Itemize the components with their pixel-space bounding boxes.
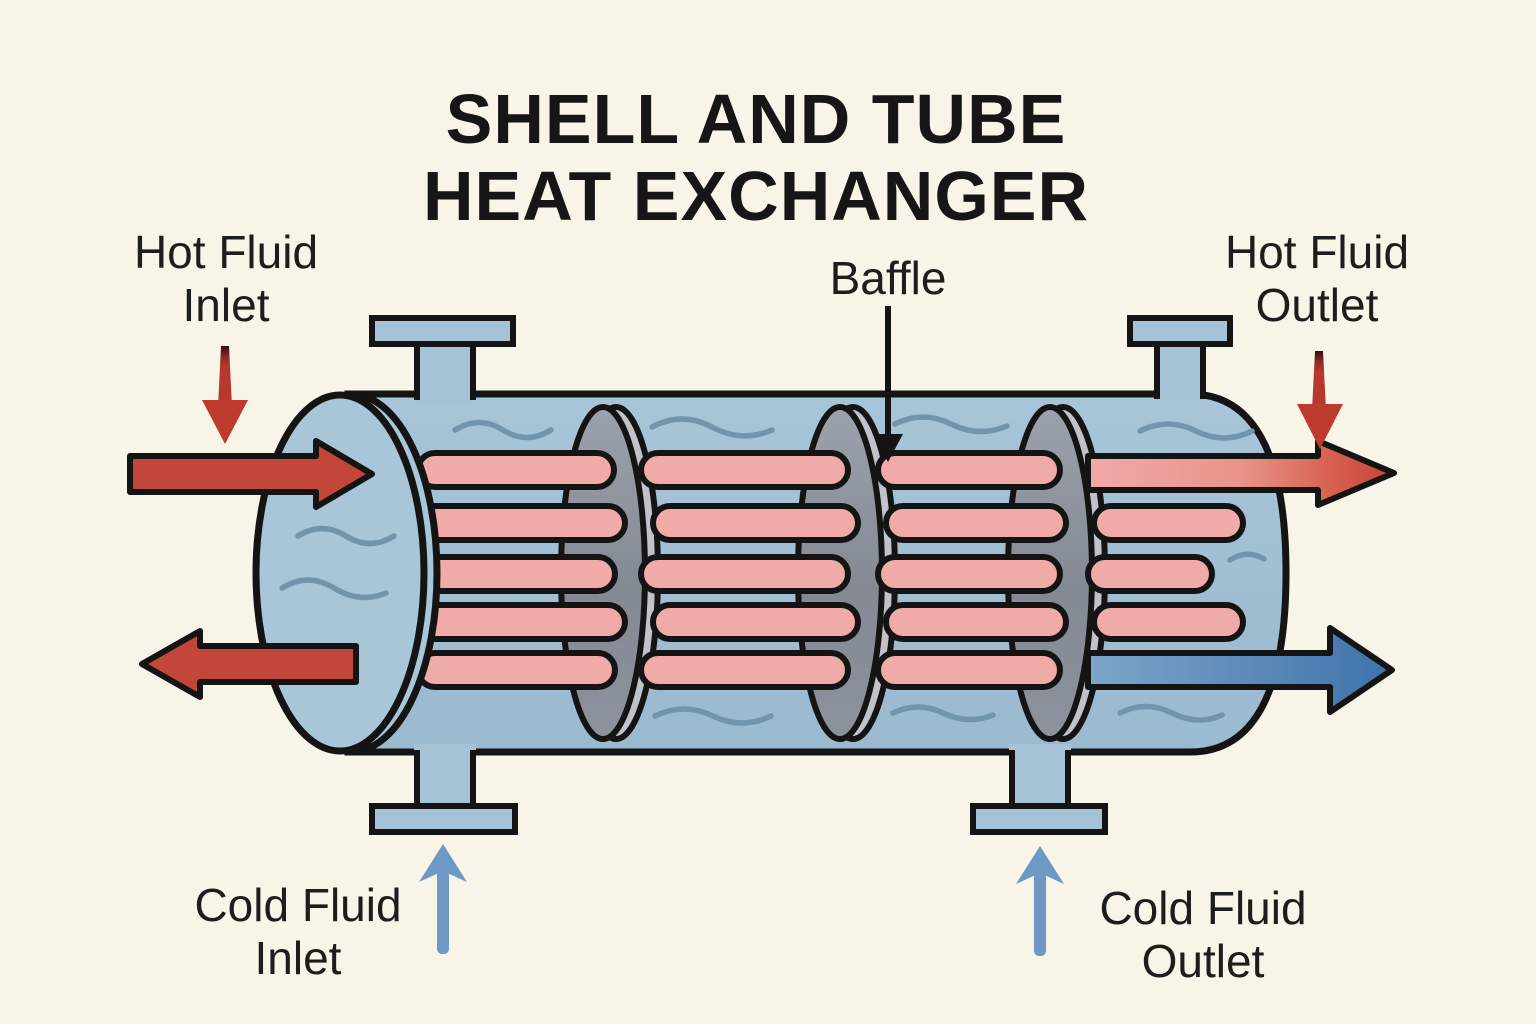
pointer-stem <box>1312 351 1326 410</box>
nozzle-neck <box>414 744 476 808</box>
label-line: Outlet <box>1141 935 1265 987</box>
nozzle-bottom-left <box>369 744 518 835</box>
tube-segment <box>1091 503 1246 543</box>
tube-segment <box>415 650 618 690</box>
label-cold-fluid-inlet: Cold Fluid Inlet <box>194 879 401 985</box>
label-baffle: Baffle <box>830 252 947 305</box>
page-title-line1: SHELL AND TUBE <box>445 79 1067 158</box>
nozzle-neck <box>1154 342 1206 402</box>
end-cap <box>252 391 441 755</box>
baffle-pointer-arrow <box>873 306 903 462</box>
nozzle-flange <box>1127 315 1233 347</box>
pointer-head <box>873 434 903 462</box>
nozzle-flange <box>369 803 518 835</box>
page-title-line2: HEAT EXCHANGER <box>422 156 1090 235</box>
wave-line <box>279 577 389 601</box>
hot-fluid-inlet-arrow <box>127 438 375 510</box>
tube-segment <box>1091 602 1246 642</box>
tube-segment <box>415 602 628 642</box>
nozzle-flange <box>970 803 1108 835</box>
tube-segment <box>875 450 1063 490</box>
tube-segment <box>638 450 851 490</box>
wave-line <box>1227 551 1267 563</box>
wave-line <box>892 414 1010 435</box>
wave-line <box>890 704 996 723</box>
pointer-head <box>1297 404 1343 449</box>
label-line: Cold Fluid <box>1099 882 1307 934</box>
nozzle-neck <box>1009 744 1071 808</box>
tube-segment <box>415 554 618 594</box>
wave-line <box>652 706 774 726</box>
wave-line <box>1137 421 1255 441</box>
shell-fluid-waves <box>452 414 1267 726</box>
hot-inlet-pointer-arrow <box>202 346 248 444</box>
label-line: Outlet <box>1255 279 1379 331</box>
tube-segment <box>415 503 628 543</box>
cold-outlet-up-arrow <box>1016 846 1064 956</box>
cold-fluid-outlet-arrow <box>1085 625 1395 715</box>
nozzle-bottom-right <box>970 744 1108 835</box>
label-line: Inlet <box>254 932 342 984</box>
label-line: Hot Fluid <box>1224 226 1410 278</box>
label-line: Inlet <box>182 279 270 331</box>
label-line: Hot Fluid <box>133 226 319 278</box>
pointer-head <box>202 400 248 444</box>
arrow-head <box>419 844 467 882</box>
hot-outlet-pointer-arrow <box>1297 351 1343 449</box>
tube-segment <box>650 503 861 543</box>
arrow-head <box>1016 846 1064 884</box>
cold-inlet-up-arrow <box>419 844 467 954</box>
hot-fluid-outlet-arrow <box>1085 438 1397 508</box>
tube-segment <box>883 503 1069 543</box>
tube-segment <box>1085 554 1215 594</box>
page-title: SHELL AND TUBE HEAT EXCHANGER <box>422 79 1090 235</box>
label-hot-fluid-inlet: Hot Fluid Inlet <box>134 226 318 332</box>
nozzle-top-right <box>1127 315 1233 402</box>
end-cap-face <box>252 391 428 755</box>
nozzle-flange <box>369 315 516 347</box>
nozzle-neck <box>415 342 475 404</box>
tube-segment <box>415 450 617 490</box>
tube-segment <box>883 602 1069 642</box>
tube-bundle <box>415 450 1246 690</box>
wave-line <box>649 416 775 439</box>
label-hot-fluid-outlet: Hot Fluid Outlet <box>1225 226 1409 332</box>
label-cold-fluid-outlet: Cold Fluid Outlet <box>1099 882 1306 988</box>
tube-segment <box>875 554 1063 594</box>
arrow-stem <box>437 870 449 954</box>
pointer-stem <box>218 346 232 407</box>
wave-line <box>452 419 554 441</box>
tube-segment <box>650 602 861 642</box>
arrow-stem <box>1034 872 1046 956</box>
wave-line <box>295 525 397 547</box>
tube-segment <box>638 650 851 690</box>
label-line: Cold Fluid <box>194 879 402 931</box>
tube-segment <box>638 554 851 594</box>
tube-segment <box>875 650 1063 690</box>
pointer-stem <box>885 306 891 440</box>
wave-line <box>1117 703 1225 723</box>
hot-fluid-return-arrow <box>139 628 359 700</box>
nozzle-top-left <box>369 315 516 404</box>
label-line: Baffle <box>829 252 947 304</box>
